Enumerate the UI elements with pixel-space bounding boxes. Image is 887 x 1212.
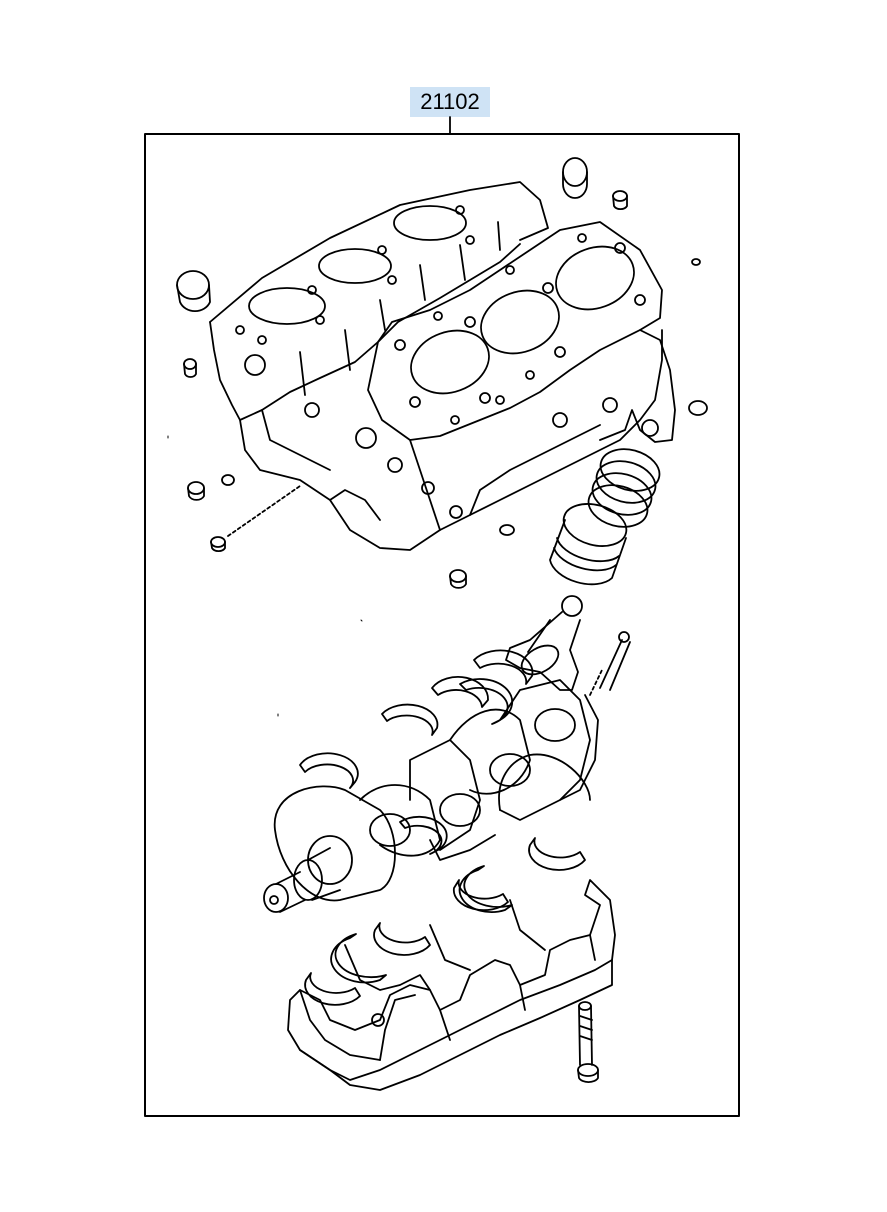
crankshaft — [263, 679, 599, 913]
scan-specks — [167, 435, 363, 717]
connecting-rod — [505, 595, 631, 696]
main-bearing-shells-upper — [299, 649, 534, 855]
core-plugs-and-dowels — [176, 157, 708, 589]
piston-with-rings — [549, 448, 661, 586]
part-number-label[interactable]: 21102 — [410, 87, 490, 117]
main-bearing-shells-lower — [304, 837, 586, 1006]
bearing-cap-bolt — [577, 1001, 599, 1084]
cylinder-block — [209, 181, 676, 551]
assembly-frame — [144, 133, 740, 1117]
bearing-cap-ladder — [287, 879, 616, 1091]
